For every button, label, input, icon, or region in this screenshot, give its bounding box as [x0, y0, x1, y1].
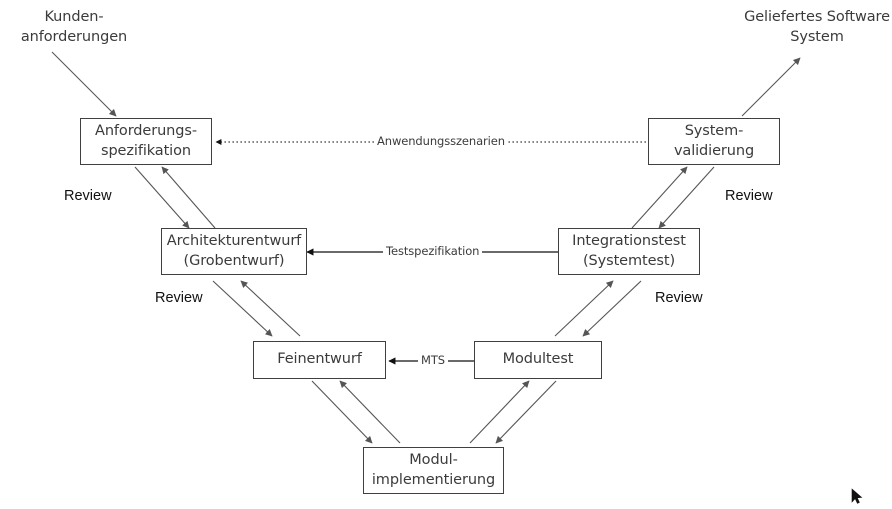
review-label-right-lower: Review — [655, 290, 703, 306]
arrow-integrationstest-to-modultest — [582, 280, 642, 337]
arrow-architekturentwurf-to-feinentwurf — [212, 280, 273, 337]
arrow-modultest-to-modulimplementierung — [495, 380, 557, 444]
box-modulimplementierung[interactable]: Modul- implementierung — [363, 447, 504, 494]
review-label-left-lower: Review — [155, 290, 203, 306]
arrow-systemvalidierung-to-geliefertes-system — [741, 57, 801, 117]
entry-exit-arrows — [51, 51, 801, 117]
arrow-modulimplementierung-to-feinentwurf — [339, 380, 401, 444]
box-architekturentwurf-line2: (Grobentwurf) — [183, 252, 285, 269]
box-integrationstest[interactable]: Integrationstest (Systemtest) — [558, 228, 700, 275]
arrow-integrationstest-to-systemvalidierung — [631, 166, 688, 229]
box-integrationstest-line1: Integrationstest — [572, 232, 686, 249]
box-feinentwurf-line1: Feinentwurf — [277, 351, 362, 368]
arrow-anforderungsspezifikation-to-architekturentwurf — [134, 166, 190, 229]
label-kundenanforderungen-line1: Kunden- — [44, 9, 104, 25]
label-kundenanforderungen-line2: anforderungen — [20, 28, 128, 45]
box-anforderungsspezifikation-line2: spezifikation — [101, 142, 191, 159]
box-systemvalidierung[interactable]: System- validierung — [648, 118, 780, 165]
edge-label-testspezifikation: Testspezifikation — [383, 244, 483, 258]
box-anforderungsspezifikation[interactable]: Anforderungs- spezifikation — [80, 118, 212, 165]
mouse-pointer-icon — [851, 488, 863, 504]
label-kundenanforderungen: Kunden- anforderungen — [12, 8, 136, 47]
arrow-kundenanforderungen-to-anforderungsspezifikation — [51, 51, 117, 117]
label-geliefertes-software-system-line1: Geliefertes Software — [744, 9, 890, 25]
box-modulimplementierung-line1: Modul- — [409, 451, 458, 468]
arrow-systemvalidierung-to-integrationstest — [658, 166, 715, 229]
arrow-modulimplementierung-to-modultest — [469, 380, 530, 444]
box-integrationstest-line2: (Systemtest) — [582, 252, 675, 269]
review-label-right-upper: Review — [725, 188, 773, 204]
box-anforderungsspezifikation-line1: Anforderungs- — [95, 122, 197, 139]
box-modultest[interactable]: Modultest — [474, 341, 602, 379]
box-architekturentwurf-line1: Architekturentwurf — [166, 232, 302, 249]
left-branch-down-arrows — [134, 166, 401, 444]
arrow-architekturentwurf-to-anforderungsspezifikation — [161, 166, 216, 229]
label-geliefertes-software-system: Geliefertes Software System — [742, 8, 892, 47]
box-modulimplementierung-line2: implementierung — [371, 471, 496, 488]
arrow-modultest-to-integrationstest — [554, 280, 614, 337]
edge-label-mts: MTS — [418, 353, 448, 367]
arrow-feinentwurf-to-modulimplementierung — [311, 380, 373, 444]
arrow-feinentwurf-to-architekturentwurf — [240, 280, 301, 337]
review-label-left-upper: Review — [64, 188, 112, 204]
box-systemvalidierung-line2: validierung — [673, 142, 755, 159]
right-branch-up-arrows — [469, 166, 715, 444]
label-geliefertes-software-system-line2: System — [790, 28, 844, 45]
box-architekturentwurf[interactable]: Architekturentwurf (Grobentwurf) — [161, 228, 307, 275]
box-feinentwurf[interactable]: Feinentwurf — [253, 341, 386, 379]
box-modultest-line1: Modultest — [502, 351, 574, 368]
box-systemvalidierung-line1: System- — [684, 122, 744, 139]
edge-label-anwendungsszenarien: Anwendungsszenarien — [374, 134, 508, 148]
